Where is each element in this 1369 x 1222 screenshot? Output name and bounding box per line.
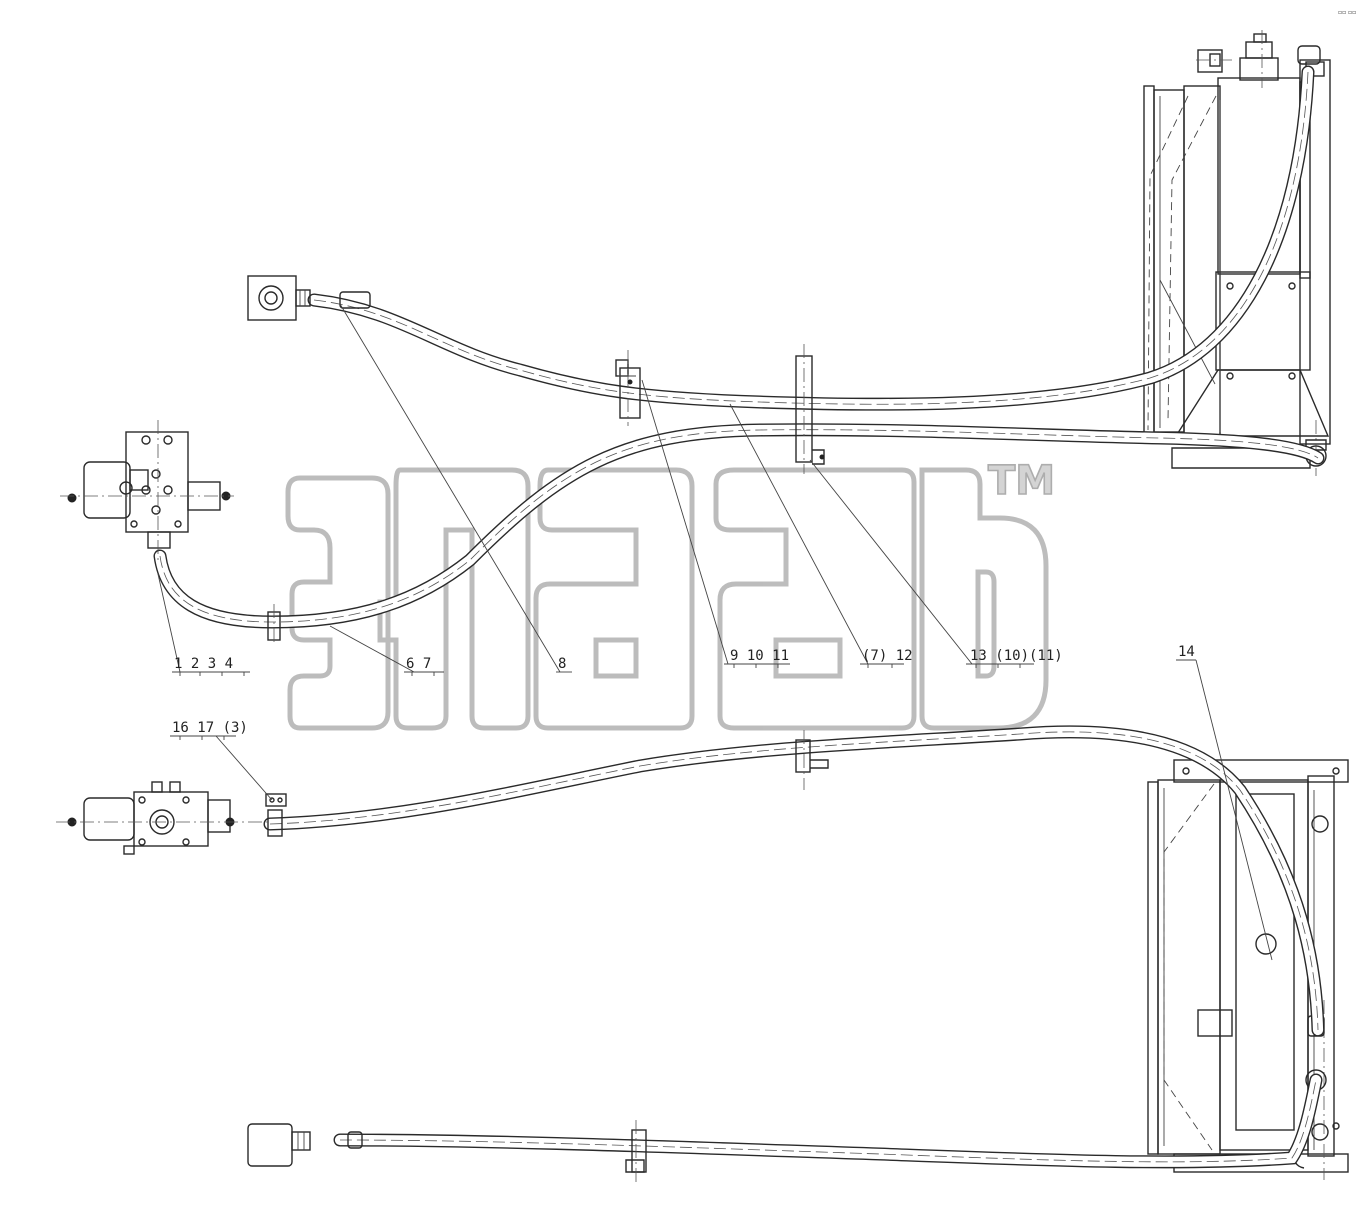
callout-16-17-3: 16 17 (3): [172, 720, 248, 736]
clamp-lower-middle: [795, 730, 829, 790]
clamp-lower-bottom: [625, 1120, 647, 1182]
callout-7-12: (7) 12: [862, 648, 913, 664]
leader-lines: [157, 303, 1273, 961]
control-valve-lower: [56, 781, 268, 855]
callout-1-2-3-4: 1 2 3 4: [174, 656, 233, 672]
hose-lower-line-2: [333, 1073, 1323, 1169]
corner-mark: ▫▫ ▫▫: [1338, 9, 1356, 16]
callout-14: 14: [1178, 644, 1195, 660]
control-valve-upper: [60, 420, 234, 560]
watermark-trademark: TM: [988, 458, 1055, 504]
callout-8: 8: [558, 656, 566, 672]
clamp-middle-return: [267, 604, 281, 646]
hose-upper-return-line: [153, 423, 1325, 629]
clamp-upper-left: [615, 350, 641, 426]
callout-9-10-11: 9 10 11: [730, 648, 789, 664]
callout-13-10-11: 13 (10)(11): [970, 648, 1063, 664]
clamp-16-17: [265, 793, 287, 837]
callout-6-7: 6 7: [406, 656, 431, 672]
pump-port-flange-lower: [247, 1123, 363, 1167]
hose-lower-line-1: [263, 725, 1325, 1037]
pump-port-flange-upper: [247, 275, 371, 321]
hose-upper-pressure-line: [307, 65, 1315, 411]
clamp-upper-middle: [795, 344, 825, 474]
